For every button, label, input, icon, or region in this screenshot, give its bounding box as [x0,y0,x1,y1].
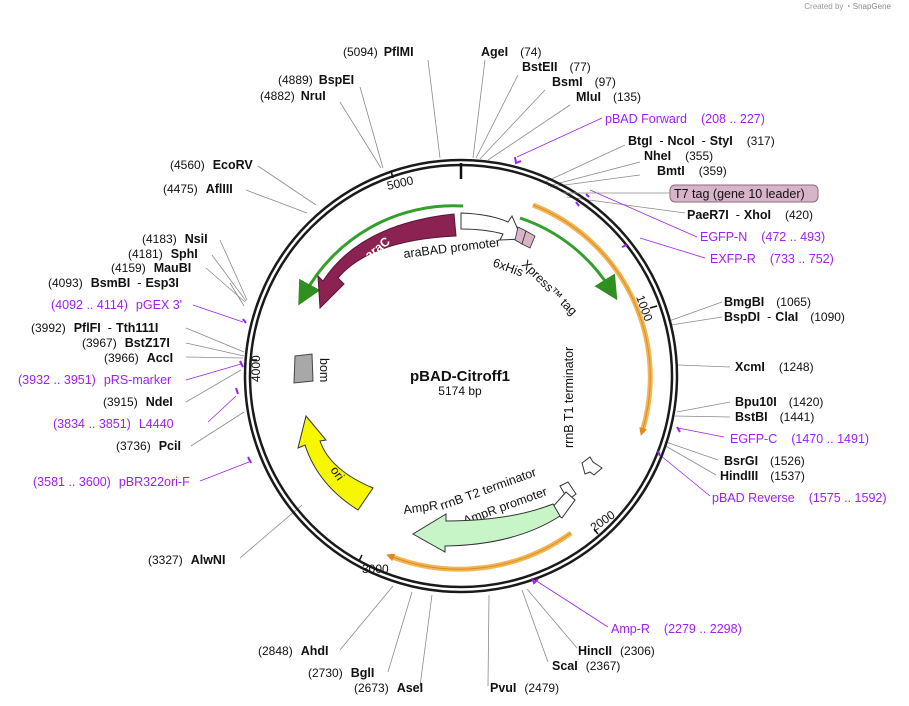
enzyme-hindiii: HindIII(1537) [720,469,805,483]
rrnB-T1-terminator-shape [581,456,603,476]
araC-orf-arc [298,204,464,306]
enzyme-ahdi: (2848)AhdI [258,644,328,658]
primer-amp-r: Amp-R(2279 .. 2298) [611,622,742,636]
enzyme-nrui: (4882)NruI [260,89,326,103]
tick-marks [250,170,658,562]
enzyme-bsmi: BsmI(97) [552,75,616,89]
t7-tag-label: T7 tag (gene 10 leader) [674,187,805,201]
araBAD-promoter-arrow [460,212,523,241]
enzyme-bstbi: BstBI(1441) [735,410,814,424]
enzyme-ecorv: (4560)EcoRV [170,158,253,172]
bom-feature-box [293,353,314,384]
primer-marks [235,156,681,585]
enzyme-bpu10i: Bpu10I(1420) [735,395,823,409]
enzyme-bgli: (2730)BglI [308,666,374,680]
enzyme-bspei: (4889)BspEI [278,73,354,87]
ori-label: ori [328,464,347,483]
ori-feature-arrow [297,414,374,511]
primer-egfp-n: EGFP-N(472 .. 493) [700,230,825,244]
rrnB-T1-label: rrnB T1 terminator [562,347,576,448]
primer-connector-lines [185,117,725,628]
enzyme-sphi: (4181)SphI [128,247,198,261]
xpress-label: Xpress™ tag [519,257,580,318]
enzyme-hincii: HincII(2306) [578,644,655,658]
enzyme-scai: ScaI(2367) [552,659,620,673]
tick-label-3000: 3000 [362,562,389,576]
xpress-tag-feature [521,230,536,249]
t7-tag-box [669,184,819,203]
bom-label: bom [317,358,331,382]
plasmid-length: 5174 bp [438,384,482,398]
primer-pbad-forward: pBAD Forward(208 .. 227) [605,112,765,126]
enzyme-bmgbi: BmgBI(1065) [724,295,811,309]
enzyme-pflfi-tth111i: (3992)PflFI-Tth111I [31,321,158,335]
enzyme-mlui: MluI(135) [576,90,641,104]
enzyme-bspdi-clai: BspDI-ClaI(1090) [724,310,845,324]
xpress-orf-arc [519,216,618,301]
enzyme-bstz17i: (3967)BstZ17I [82,336,170,350]
araC-feature-arrow [317,213,457,310]
primer-pbad-reverse: pBAD Reverse(1575 .. 1592) [712,491,887,505]
enzyme-ndei: (3915)NdeI [103,395,173,409]
tick-label-4000: 4000 [249,355,263,382]
citroff1-orange-arc [532,202,653,433]
primer-egfp-c: EGFP-C(1470 .. 1491) [730,432,869,446]
ampR-label: AmpR [402,498,438,517]
enzyme-bsmbi-esp3i: (4093)BsmBI-Esp3I [48,276,179,290]
enzyme-agei: AgeI(74) [481,45,541,59]
enzyme-pcii: (3736)PciI [116,439,181,453]
primer-prs-marker: (3932 .. 3951)pRS-marker [18,373,171,387]
backbone-outer [243,158,679,594]
ampR-feature-arrow [412,503,561,553]
enzyme-afliii: (4475)AflIII [163,182,233,196]
primer-l4440: (3834 .. 3851)L4440 [53,417,174,431]
enzyme-paer7i-xhoi: PaeR7I-XhoI(420) [687,208,813,222]
enzyme-pflmi: (5094)PflMI [343,45,414,59]
plasmid-name: pBAD-Citroff1 [410,368,510,385]
primer-pgex-3: (4092 .. 4114)pGEX 3' [51,298,182,312]
enzyme-btgi-ncoi-styi: BtgI-NcoI-StyI(317) [628,134,775,148]
credit-brand: SnapGene [852,2,891,11]
enzyme-alwni: (3327)AlwNI [148,553,225,567]
enzyme-asei: (2673)AseI [354,681,423,695]
primer-pbr322ori-f: (3581 .. 3600)pBR322ori-F [33,475,190,489]
snapgene-credit: Created by ◔ SnapGene [804,2,891,11]
tick-label-5000: 5000 [386,173,415,193]
enzyme-nhei: NheI(355) [644,149,713,163]
enzyme-pvui: PvuI(2479) [490,681,559,695]
enzyme-bsrgi: BsrGI(1526) [724,454,805,468]
credit-prefix: Created by [804,2,844,11]
primer-exfp-r: EXFP-R(733 .. 752) [710,252,834,266]
enzyme-bmti: BmtI(359) [657,164,727,178]
enzyme-xcmi: XcmI(1248) [735,360,814,374]
enzyme-nsii: (4183)NsiI [142,232,208,246]
enzyme-maubi: (4159)MauBI [111,261,191,275]
snapgene-icon: ◔ [845,2,851,11]
enzyme-acci: (3966)AccI [104,351,173,365]
enzyme-bsteii: BstEII(77) [522,60,591,74]
